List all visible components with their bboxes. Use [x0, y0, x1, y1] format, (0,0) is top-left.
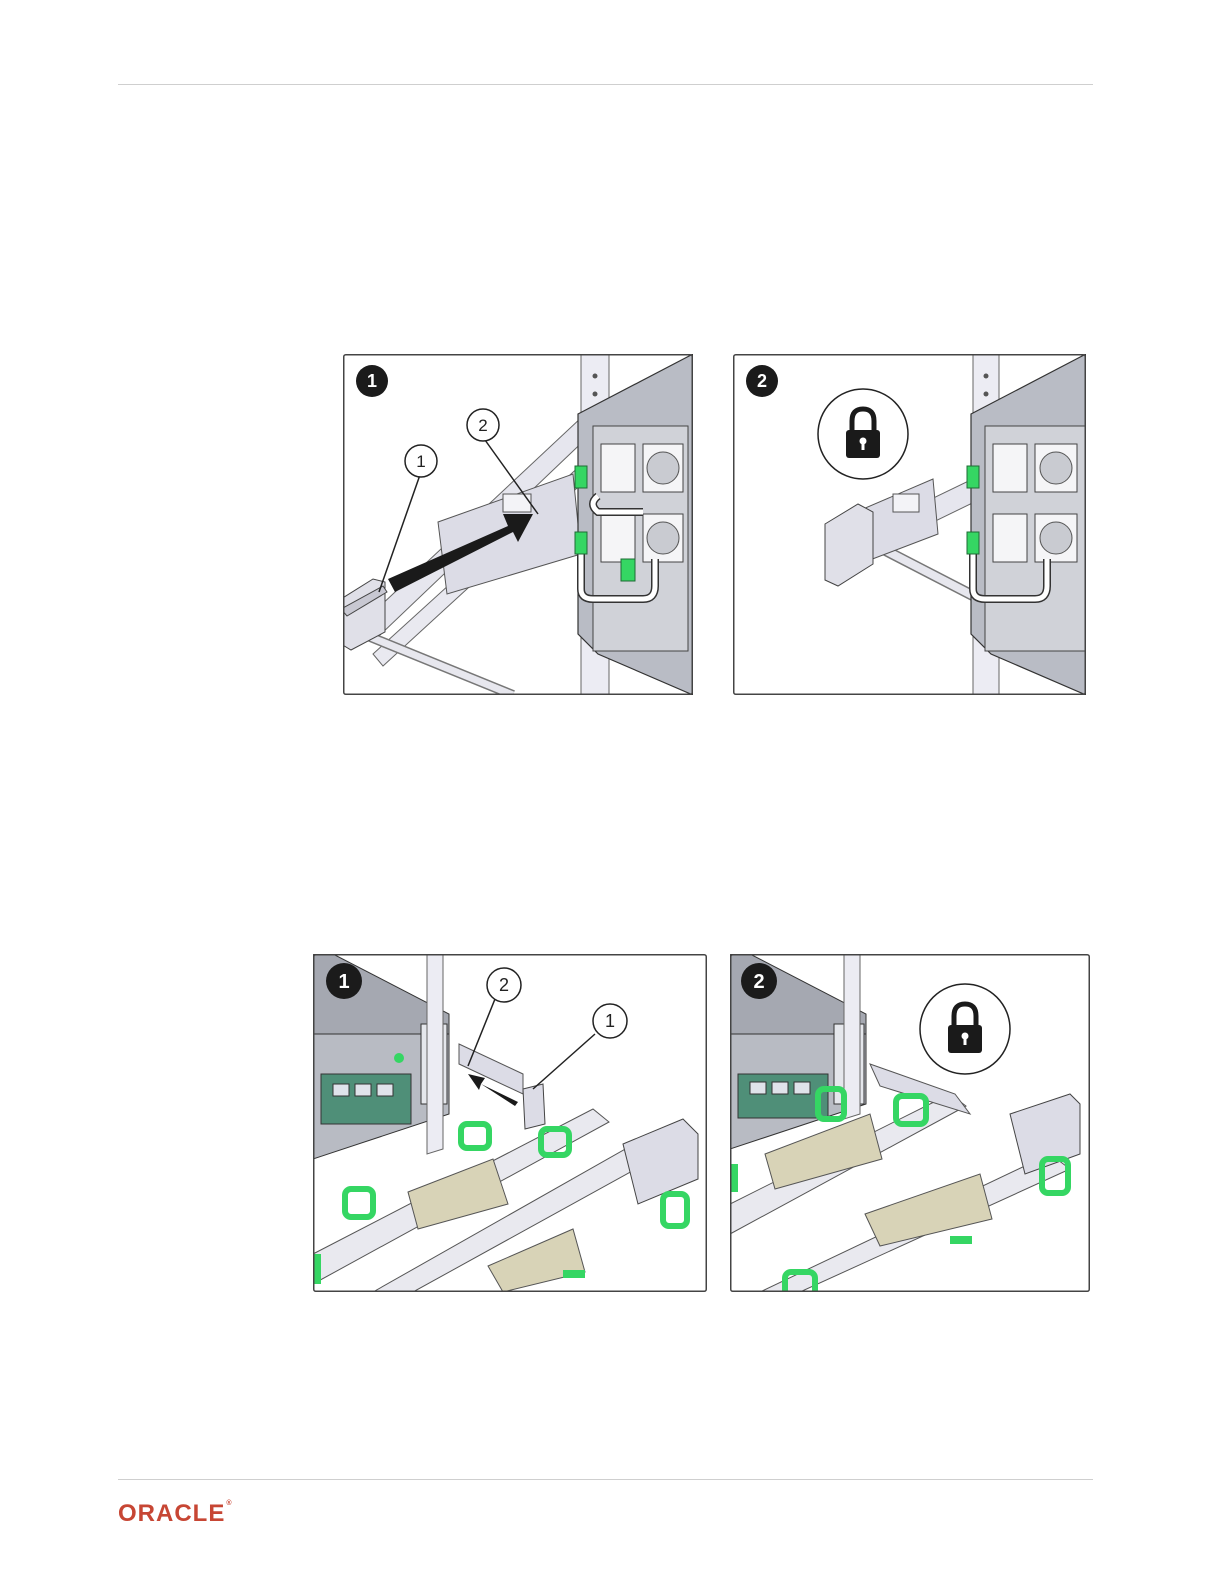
svg-text:1: 1: [605, 1011, 615, 1031]
svg-text:2: 2: [757, 371, 767, 391]
step-badge: 2: [745, 364, 779, 398]
figure2-panel2: 2: [730, 954, 1090, 1292]
padlock-icon: [816, 387, 910, 481]
svg-text:1: 1: [338, 971, 349, 993]
header-rule: [118, 84, 1093, 85]
callout-marker: 1: [591, 1002, 629, 1040]
callout-marker: 2: [465, 407, 501, 443]
svg-text:2: 2: [753, 971, 764, 993]
padlock-icon: [918, 982, 1012, 1076]
step-badge: 1: [355, 364, 389, 398]
green-latch: [967, 532, 979, 554]
figure2-panel1: 1 2 1: [313, 954, 707, 1292]
green-latch: [967, 466, 979, 488]
callout-marker: 1: [403, 443, 439, 479]
logo-registered-mark: ®: [226, 1500, 231, 1507]
figure2-panel2-illustration: [730, 954, 1090, 1292]
step-badge: 1: [325, 962, 363, 1000]
oracle-logo: ORACLE®: [118, 1500, 232, 1528]
figure1-panel2: 2: [733, 354, 1086, 695]
figure2-panel1-illustration: [313, 954, 707, 1292]
green-latch: [575, 532, 587, 554]
step-badge: 2: [740, 962, 778, 1000]
footer-rule: [118, 1479, 1093, 1480]
svg-text:1: 1: [367, 371, 377, 391]
logo-text: ORACLE: [118, 1500, 225, 1527]
green-latch: [621, 559, 635, 581]
svg-text:1: 1: [416, 452, 425, 471]
figure1-panel1: 1 1 2: [343, 354, 693, 695]
callout-marker: 2: [485, 966, 523, 1004]
figure1-panel1-illustration: [343, 354, 693, 695]
green-latch: [575, 466, 587, 488]
svg-text:2: 2: [499, 975, 509, 995]
svg-text:2: 2: [478, 416, 487, 435]
